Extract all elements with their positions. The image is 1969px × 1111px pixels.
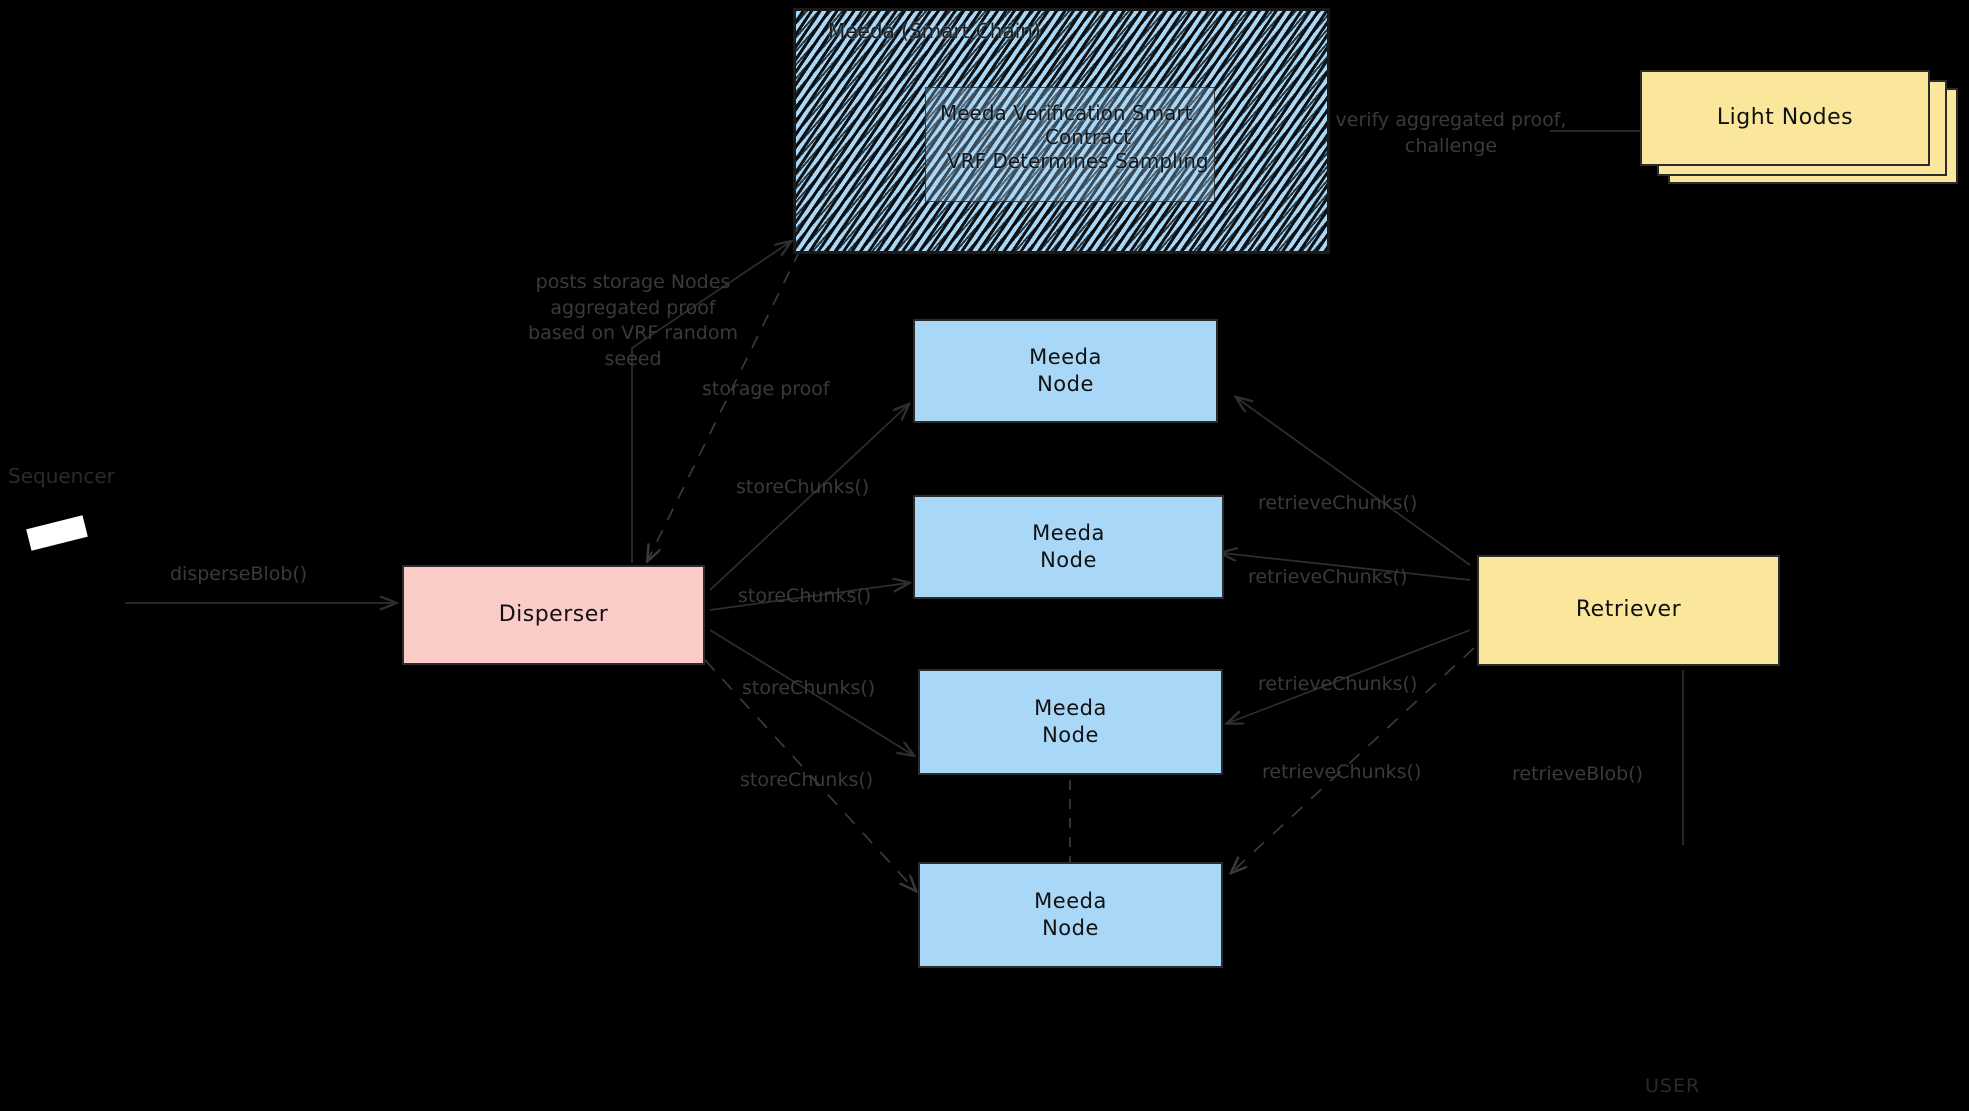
edge-label-posts-proof: posts storage Nodes aggregated proof bas… bbox=[528, 271, 738, 370]
edge-retriever-node3 bbox=[1228, 629, 1471, 723]
meeda-verification-contract-inner[interactable] bbox=[925, 87, 1215, 202]
edge-label-store-chunks-4: storeChunks() bbox=[740, 769, 874, 791]
edge-label-verify-aggregated: verify aggregated proof, challenge bbox=[1335, 109, 1567, 157]
chain-title-label: Meeda (Smart Chain) bbox=[828, 19, 1041, 43]
light-nodes-box[interactable]: Light Nodes bbox=[1640, 70, 1930, 166]
edge-label-retrieve-chunks-2: retrieveChunks() bbox=[1248, 566, 1408, 588]
edge-label-disperse-blob: disperseBlob() bbox=[170, 563, 308, 585]
edge-retriever-node4 bbox=[1232, 647, 1475, 872]
edge-label-storage-proof: storage proof bbox=[702, 378, 830, 400]
chain-contract-line-1: Meeda Verification Smart bbox=[940, 101, 1193, 125]
edge-label-retrieve-blob: retrieveBlob() bbox=[1512, 763, 1644, 785]
chain-contract-line-2: Contract bbox=[1045, 125, 1132, 149]
edge-label-store-chunks-3: storeChunks() bbox=[742, 677, 876, 699]
edge-disperser-chain bbox=[631, 242, 790, 563]
disperser-box[interactable]: Disperser bbox=[402, 565, 705, 665]
meeda-node-1[interactable]: Meeda Node bbox=[913, 319, 1218, 423]
edge-disperser-node3 bbox=[709, 629, 913, 755]
edge-label-retrieve-chunks-4: retrieveChunks() bbox=[1262, 761, 1422, 783]
edge-chain-disperser-storageproof bbox=[648, 249, 801, 560]
edge-label-retrieve-chunks-3: retrieveChunks() bbox=[1258, 673, 1418, 695]
meeda-node-2[interactable]: Meeda Node bbox=[913, 495, 1224, 599]
retriever-box[interactable]: Retriever bbox=[1477, 555, 1780, 666]
edge-label-retrieve-chunks-1: retrieveChunks() bbox=[1258, 492, 1418, 514]
edge-node1-retriever bbox=[1237, 398, 1471, 566]
meeda-node-4[interactable]: Meeda Node bbox=[918, 862, 1223, 968]
edge-disperser-node2 bbox=[709, 583, 908, 611]
edge-disperser-node1 bbox=[709, 405, 908, 591]
user-label: USER bbox=[1645, 1075, 1701, 1097]
meeda-smart-chain-box[interactable] bbox=[793, 8, 1330, 254]
meeda-node-3[interactable]: Meeda Node bbox=[918, 669, 1223, 775]
edge-label-store-chunks-1: storeChunks() bbox=[736, 476, 870, 498]
sequencer-label: Sequencer bbox=[8, 464, 115, 488]
chain-contract-line-3: VRF Determines Sampling bbox=[947, 149, 1209, 173]
edge-retriever-node2 bbox=[1222, 553, 1471, 581]
edge-label-store-chunks-2: storeChunks() bbox=[738, 585, 872, 607]
